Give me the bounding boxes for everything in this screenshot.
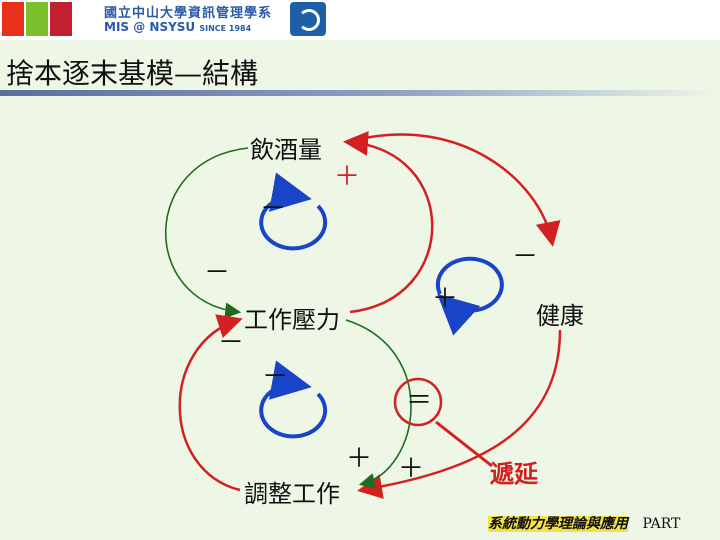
polarity-pressure-to-drinking: ＋ — [334, 162, 361, 192]
node-health: 健康 — [536, 302, 584, 330]
polarity-loop-health: ＋ — [432, 284, 459, 314]
node-work-pressure: 工作壓力 — [244, 306, 340, 334]
loop-adjust-marker — [259, 360, 328, 439]
delay-pointer — [435, 420, 493, 468]
node-adjust-work: 調整工作 — [244, 480, 340, 508]
loop-drinking-marker — [259, 172, 328, 251]
delay-circle — [393, 377, 443, 427]
link-health-to-adjust — [357, 329, 562, 499]
footer-course: 系統動力學理論與應用 — [488, 516, 628, 532]
link-pressure-to-drinking — [343, 130, 434, 314]
wave-logo-icon — [50, 2, 72, 36]
org-abbrev: MIS @ NSYSU — [104, 20, 196, 34]
nsysu-logo-icon — [290, 2, 326, 36]
node-drinking: 飲酒量 — [250, 136, 322, 164]
org-name-en: MIS @ NSYSU SINCE 1984 — [104, 20, 251, 34]
link-pressure-to-adjust — [345, 319, 412, 489]
polarity-pressure-lower: － — [218, 328, 245, 358]
header-banner: 國立中山大學資訊管理學系 MIS @ NSYSU SINCE 1984 — [0, 0, 720, 40]
link-adjust-to-pressure — [178, 314, 243, 492]
polarity-loop-drinking: － — [260, 194, 287, 224]
page-title: 捨本逐末基模—結構 — [6, 57, 259, 90]
delay-label: 遞延 — [490, 459, 538, 488]
footer: 系統動力學理論與應用 PART — [488, 513, 680, 533]
loop-health-marker — [435, 256, 504, 336]
polarity-drinking-to-health: － — [512, 242, 539, 272]
since-text: SINCE 1984 — [199, 24, 252, 33]
org-name-cn: 國立中山大學資訊管理學系 — [104, 6, 273, 21]
footer-part: PART — [642, 516, 681, 532]
sun-logo-icon — [2, 2, 24, 36]
link-drinking-to-pressure — [164, 147, 249, 319]
leaf-logo-icon — [26, 2, 48, 36]
polarity-drinking-to-pressure: － — [204, 258, 231, 288]
link-drinking-to-health — [355, 133, 561, 247]
polarity-loop-adjust: － — [262, 362, 289, 392]
polarity-adjust-in: ＋ — [346, 444, 373, 474]
title-divider — [0, 90, 720, 96]
polarity-health-to-adjust: ＋ — [398, 454, 425, 484]
delay-mark: ＝ — [406, 386, 433, 416]
